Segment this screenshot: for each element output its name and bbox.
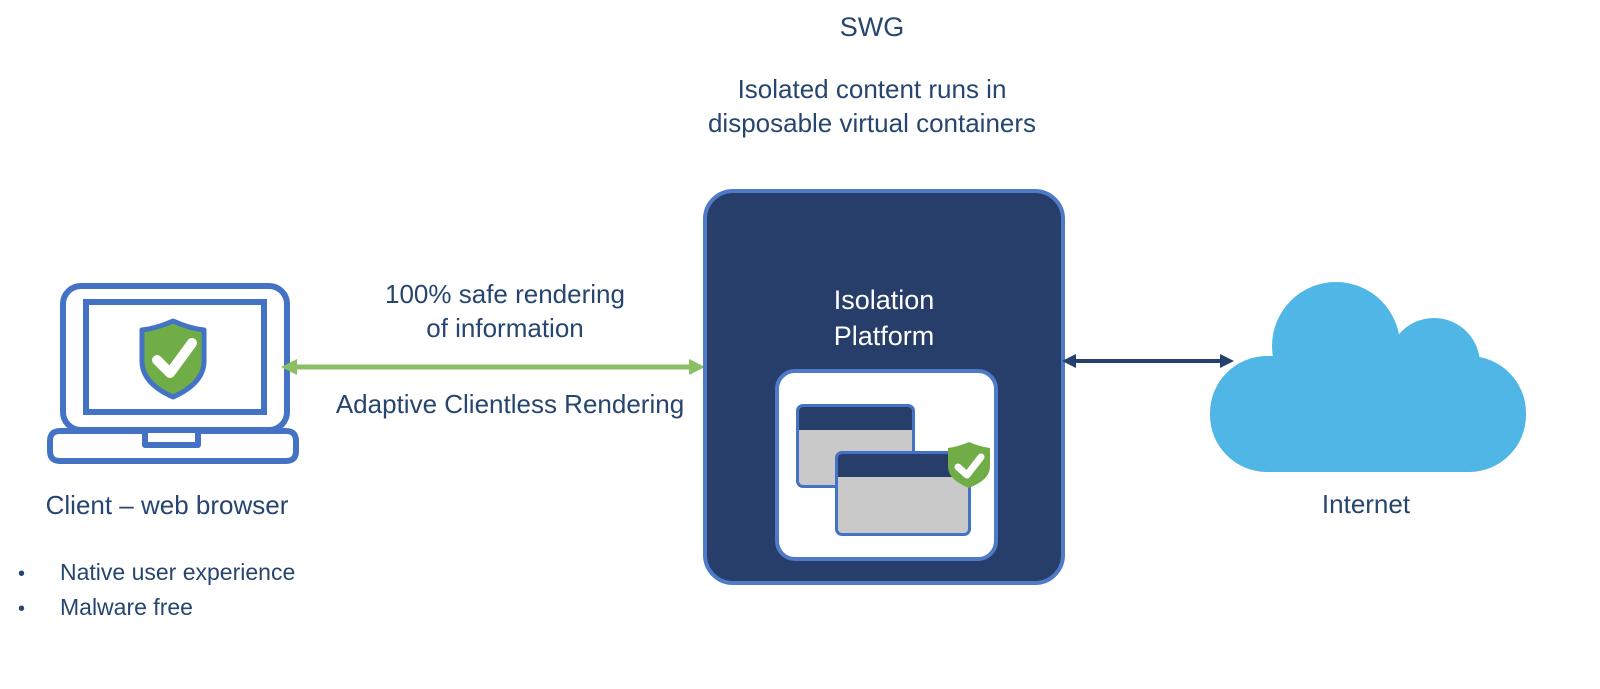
browser-window-titlebar [838, 454, 968, 477]
swg-title-text: SWG [839, 12, 905, 42]
isolation-platform-label: Isolation Platform [703, 282, 1065, 354]
adaptive-clientless-rendering-caption: Adaptive Clientless Rendering [310, 389, 710, 420]
swg-title: SWG [722, 12, 1022, 43]
isolation-platform-label-line-2: Platform [833, 321, 935, 351]
client-label-text: Client – web browser [45, 490, 289, 520]
arrowhead-right-icon [1220, 354, 1234, 368]
bullet-icon: • [18, 563, 26, 585]
isolation-platform-label-line-1: Isolation [833, 285, 935, 315]
shield-check-icon [948, 442, 990, 488]
safe-rendering-caption-line-2: of information [426, 313, 584, 343]
client-bullet-list: • Native user experience • Malware free [16, 556, 356, 626]
shield-check-icon [139, 318, 207, 400]
safe-rendering-caption-line-1: 100% safe rendering [385, 279, 625, 309]
cloud-icon [1210, 282, 1526, 472]
internet-label-text: Internet [1321, 489, 1411, 519]
swg-subtitle-line-1: Isolated content runs in [737, 74, 1007, 104]
shield-shape [948, 442, 990, 488]
arrowhead-left-icon [281, 359, 297, 375]
arrowhead-right-icon [689, 359, 705, 375]
cloud-shape [1210, 282, 1526, 472]
checkmark-icon [152, 338, 197, 378]
internet-label: Internet [1216, 489, 1516, 520]
platform-internet-double-arrow [1062, 354, 1234, 368]
laptop-with-shield-check-icon [47, 283, 299, 464]
arrowhead-left-icon [1062, 354, 1076, 368]
bullet-icon: • [18, 598, 26, 620]
checkmark-icon [954, 453, 985, 479]
bullet-text: Malware free [60, 594, 193, 620]
list-item: • Native user experience [16, 556, 356, 591]
laptop-base [47, 428, 299, 464]
client-platform-double-arrow [281, 359, 705, 375]
swg-subtitle-line-2: disposable virtual containers [707, 108, 1037, 138]
browser-window-titlebar [799, 407, 912, 430]
safe-rendering-caption: 100% safe rendering of information [355, 277, 655, 345]
adaptive-clientless-rendering-text: Adaptive Clientless Rendering [335, 389, 685, 419]
client-label: Client – web browser [17, 490, 317, 521]
bullet-text: Native user experience [60, 559, 296, 585]
swg-subtitle: Isolated content runs in disposable virt… [632, 72, 1112, 140]
list-item: • Malware free [16, 591, 356, 626]
